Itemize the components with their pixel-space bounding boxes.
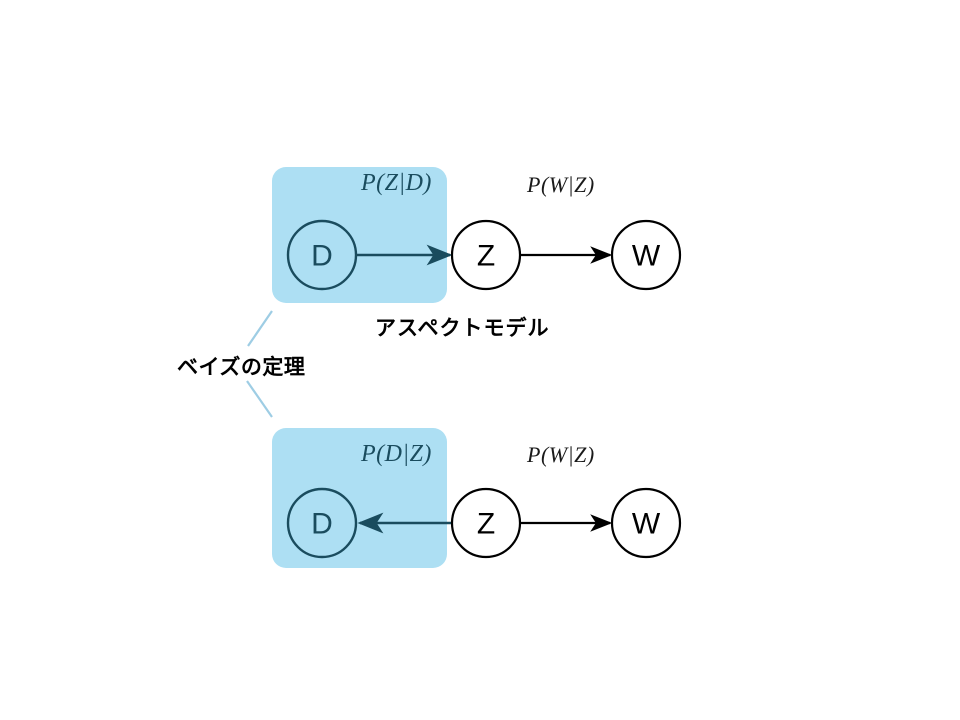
node-bottom-z-label: Z bbox=[477, 508, 495, 541]
highlight-box-bottom bbox=[272, 428, 447, 568]
node-top-z-label: Z bbox=[477, 240, 495, 273]
node-bottom-z bbox=[450, 487, 522, 559]
node-top-w-label: W bbox=[632, 240, 661, 273]
edge-label-bottom-first: P(D|Z) bbox=[361, 441, 432, 467]
node-top-w bbox=[610, 219, 682, 291]
edge-label-top-first: P(Z|D) bbox=[361, 170, 432, 196]
node-top-z bbox=[450, 219, 522, 291]
leader-line-upper bbox=[247, 310, 273, 347]
node-bottom-w-label: W bbox=[632, 508, 661, 541]
leader-line-lower bbox=[246, 380, 273, 418]
edge-label-bottom-second: P(W|Z) bbox=[527, 442, 595, 467]
annotation-bayes-theorem: ベイズの定理 bbox=[177, 356, 306, 379]
node-bottom-d bbox=[286, 487, 358, 559]
node-top-d bbox=[286, 219, 358, 291]
node-bottom-w bbox=[610, 487, 682, 559]
node-bottom-d-label: D bbox=[311, 508, 333, 541]
caption-aspect-model: アスペクトモデル bbox=[375, 317, 550, 340]
edge-label-top-second: P(W|Z) bbox=[527, 172, 595, 197]
highlight-box-top bbox=[272, 167, 447, 303]
node-top-d-label: D bbox=[311, 240, 333, 273]
